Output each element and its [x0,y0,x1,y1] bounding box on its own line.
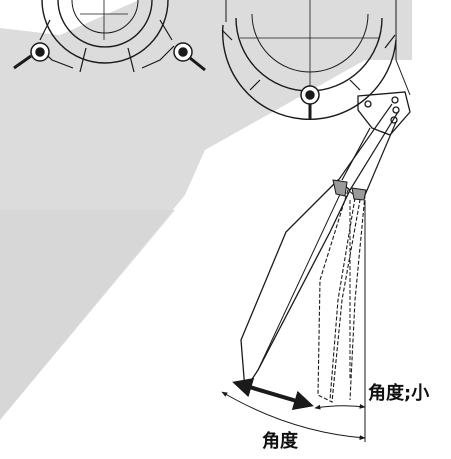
guide-blade-narrow [317,189,366,403]
watermark-arrow [0,0,412,420]
adjust-double-arrow-icon [232,377,314,411]
right-drum-icon [221,0,411,121]
angle-label: 角度 [262,431,298,452]
angle-small-label: 角度;小 [368,383,430,404]
linkage [334,103,399,196]
pivot-bolt-icon [13,42,320,120]
pivot-blocks [332,179,367,201]
